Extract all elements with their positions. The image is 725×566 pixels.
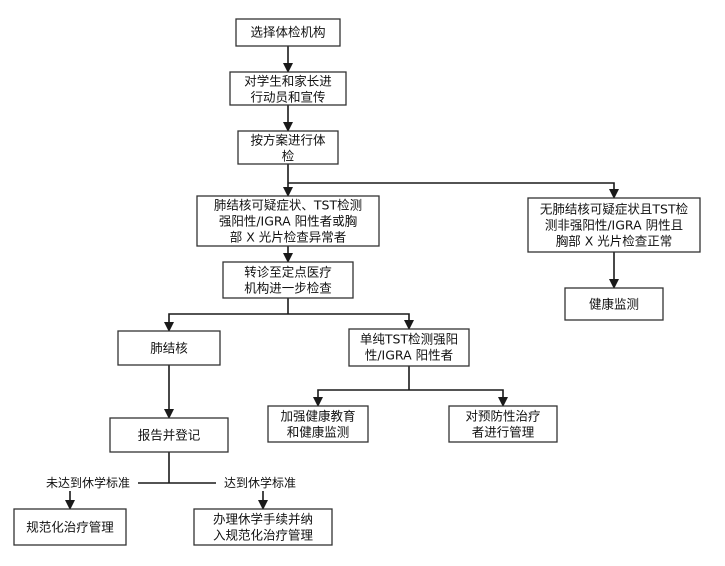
node-label-line: 者进行管理	[472, 425, 535, 440]
node-health-monitor-right: 健康监测	[564, 287, 664, 321]
node-select-institution: 选择体检机构	[235, 18, 341, 47]
node-label-line: 肺结核	[150, 341, 188, 356]
node-label-line: 转诊至定点医疗	[244, 265, 332, 280]
edge-referral-to-tuberculosis	[164, 313, 288, 332]
node-label-line: 办理休学手续并纳	[213, 512, 313, 527]
edge-tst-to-preventive	[409, 389, 508, 407]
node-label-line: 部 X 光片检查异常者	[230, 230, 347, 245]
edge-label-not-meeting-text: 未达到休学标准	[46, 475, 130, 490]
node-label-line: 测非强阳性/IGRA 阴性且	[545, 218, 683, 233]
node-label-line: 和健康监测	[287, 425, 350, 440]
edge-label-meeting-text: 达到休学标准	[224, 475, 296, 490]
node-label-line: 行动员和宣传	[250, 90, 325, 105]
node-label-line: 入规范化治疗管理	[213, 528, 314, 543]
node-label-line: 肺结核可疑症状、TST检测	[214, 198, 362, 213]
node-label-line: 加强健康教育	[280, 409, 355, 424]
node-label-line: 机构进一步检查	[244, 281, 332, 296]
node-label-line: 健康监测	[589, 297, 639, 312]
node-label-line: 按方案进行体	[250, 133, 326, 148]
node-label-line: 单纯TST检测强阳	[360, 332, 458, 347]
node-label-line: 无肺结核可疑症状且TST检	[540, 202, 689, 217]
node-label-line: 报告并登记	[138, 428, 201, 443]
node-label-line: 选择体检机构	[250, 25, 325, 40]
edge-referral-to-tst-only	[288, 313, 414, 330]
flow-connectors	[65, 46, 619, 510]
node-report: 报告并登记	[109, 417, 229, 453]
edge-label-meeting: 达到休学标准	[216, 475, 304, 491]
node-label-line: 胸部 X 光片检查正常	[556, 234, 673, 249]
node-label-line: 规范化治疗管理	[26, 520, 114, 535]
node-label-line: 对预防性治疗	[465, 409, 540, 424]
node-tuberculosis: 肺结核	[117, 330, 221, 366]
edge-tst-to-education	[313, 389, 409, 407]
node-label-line: 强阳性/IGRA 阳性者或胸	[219, 214, 357, 229]
node-label-line: 检	[282, 149, 295, 164]
node-label-line: 性/IGRA 阳性者	[365, 348, 453, 363]
node-label-line: 对学生和家长进	[244, 74, 332, 89]
edge-exam-to-no-suspicious	[288, 182, 619, 199]
node-standard-treatment: 规范化治疗管理	[13, 508, 127, 546]
edge-label-not-meeting: 未达到休学标准	[38, 475, 138, 491]
